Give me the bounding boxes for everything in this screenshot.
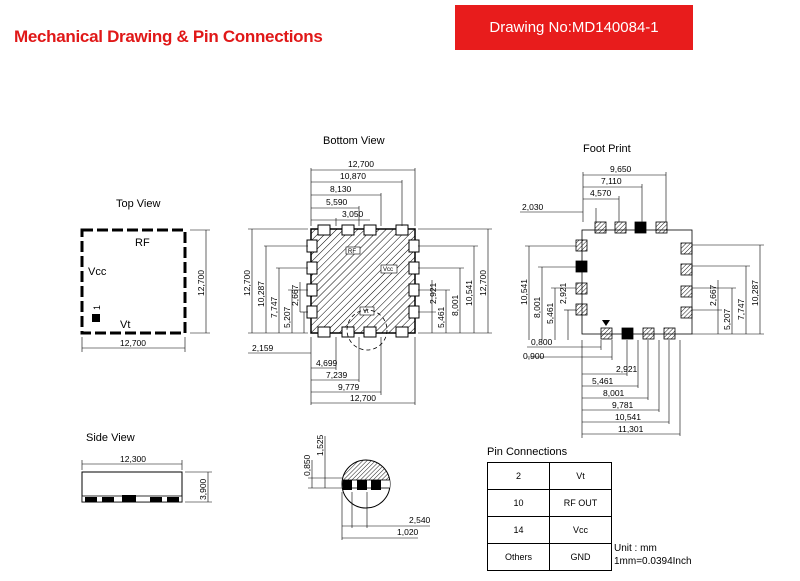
bottom-rf-mark: RF xyxy=(348,249,356,255)
top-pin1-label: 1 xyxy=(92,305,102,310)
fp-left-dim-2: 8,001 xyxy=(532,296,542,318)
top-view: RF Vcc Vt 1 12,700 12,700 xyxy=(80,228,210,352)
top-vt-label: Vt xyxy=(120,319,130,331)
bv-right-dim-4: 10,541 xyxy=(464,280,474,306)
pin-connections-title: Pin Connections xyxy=(487,446,568,458)
bv-left-dim-4: 5,207 xyxy=(282,306,292,328)
fp-bottom-dim-5: 10,541 xyxy=(615,412,641,422)
foot-print-title: Foot Print xyxy=(583,143,631,155)
bv-top-dim-3: 8,130 xyxy=(330,184,352,194)
fp-bottom-dim-4: 9,781 xyxy=(612,400,634,410)
pin-number: 14 xyxy=(487,516,550,544)
bv-top-dim-4: 5,590 xyxy=(326,197,348,207)
top-width-dim: 12,700 xyxy=(120,338,146,348)
bottom-vt-mark: Vt xyxy=(363,309,369,315)
fp-top-dim-3: 4,570 xyxy=(590,188,612,198)
fp-right-dim-1: 2,667 xyxy=(708,284,718,306)
fp-small-dim-1: 0,800 xyxy=(531,337,553,347)
pin-function: Vcc xyxy=(549,516,612,544)
bv-right-dim-3: 8,001 xyxy=(450,294,460,316)
unit-line: Unit : mm xyxy=(614,543,657,554)
bv-top-dim-5: 3,050 xyxy=(342,209,364,219)
bv-left-dim-3: 7,747 xyxy=(269,296,279,318)
bv-bottom-dim-1: 4,699 xyxy=(316,358,338,368)
top-vcc-label: Vcc xyxy=(88,266,107,278)
bv-left-dim-1: 12,700 xyxy=(242,270,252,296)
bv-right-dim-5: 12,700 xyxy=(478,270,488,296)
fp-left-dim-1: 10,541 xyxy=(519,279,529,305)
detail-dim-2: 1,525 xyxy=(315,434,325,456)
top-view-title: Top View xyxy=(116,198,161,210)
fp-right-dim-2: 5,207 xyxy=(722,308,732,330)
bottom-view: RF Vcc Vt 12,700 10,870 8,130 5,590 3,05… xyxy=(242,159,492,405)
bv-top-dim-1: 12,700 xyxy=(348,159,374,169)
pin-number: 2 xyxy=(487,462,550,490)
fp-small-dim-2: 0,900 xyxy=(523,351,545,361)
table-row: 14 Vcc xyxy=(487,516,612,544)
fp-left-dim-3: 5,461 xyxy=(545,302,555,324)
fp-top-dim-2: 7,110 xyxy=(601,176,622,186)
fp-bottom-dim-2: 5,461 xyxy=(592,376,614,386)
pin1-marker xyxy=(92,314,100,322)
bottom-view-title: Bottom View xyxy=(323,135,385,147)
top-rf-label: RF xyxy=(135,237,150,249)
bv-right-dim-1: 2,921 xyxy=(428,282,438,304)
drawing-number-badge: Drawing No:MD140084-1 xyxy=(455,5,693,50)
foot-print: 9,650 7,110 4,570 2,030 10,541 8,001 5,4… xyxy=(519,164,764,438)
bv-left-dim-2: 10,287 xyxy=(256,281,266,307)
detail-dim-1: 0,850 xyxy=(302,454,312,476)
pin-function: Vt xyxy=(549,462,612,490)
bv-bottom-dim-3: 9,779 xyxy=(338,382,360,392)
side-width-dim: 12,300 xyxy=(120,454,146,464)
pin-connections-table: 2 Vt 10 RF OUT 14 Vcc Others GND xyxy=(487,462,612,571)
table-row: 10 RF OUT xyxy=(487,489,612,517)
bv-left-offset: 2,159 xyxy=(252,343,274,353)
pin-number: 10 xyxy=(487,489,550,517)
page-title: Mechanical Drawing & Pin Connections xyxy=(14,27,323,46)
bv-bottom-dim-4: 12,700 xyxy=(350,393,376,403)
fp-right-dim-4: 10,287 xyxy=(750,280,760,306)
top-height-dim: 12,700 xyxy=(196,270,206,296)
table-row: Others GND xyxy=(487,543,612,571)
fp-left-dim-4: 2,921 xyxy=(558,282,568,304)
bv-bottom-dim-2: 7,239 xyxy=(326,370,348,380)
fp-bottom-dim-6: 11,301 xyxy=(618,424,644,434)
fp-bottom-dim-3: 8,001 xyxy=(603,388,625,398)
side-view-title: Side View xyxy=(86,432,135,444)
side-view: 12,300 3,900 xyxy=(81,454,212,503)
pin-number: Others xyxy=(487,543,550,571)
pin-function: RF OUT xyxy=(549,489,612,517)
fp-left-offset: 2,030 xyxy=(522,202,544,212)
detail-view: 0,850 1,525 2,540 1,020 xyxy=(302,434,431,540)
units-note: Unit : mm 1mm=0.0394Inch xyxy=(614,542,692,568)
bv-right-dim-2: 5,461 xyxy=(436,306,446,328)
detail-dim-4: 1,020 xyxy=(397,527,419,537)
bv-left-dim-5: 2,667 xyxy=(290,284,300,306)
bv-top-dim-2: 10,870 xyxy=(340,171,366,181)
unit-conversion: 1mm=0.0394Inch xyxy=(614,556,692,567)
fp-bottom-dim-1: 2,921 xyxy=(616,364,638,374)
side-height-dim: 3,900 xyxy=(198,478,208,500)
pin-function: GND xyxy=(549,543,612,571)
detail-dim-3: 2,540 xyxy=(409,515,431,525)
table-row: 2 Vt xyxy=(487,462,612,490)
bottom-vcc-mark: Vcc xyxy=(383,267,393,273)
fp-top-dim-1: 9,650 xyxy=(610,164,632,174)
fp-right-dim-3: 7,747 xyxy=(736,298,746,320)
